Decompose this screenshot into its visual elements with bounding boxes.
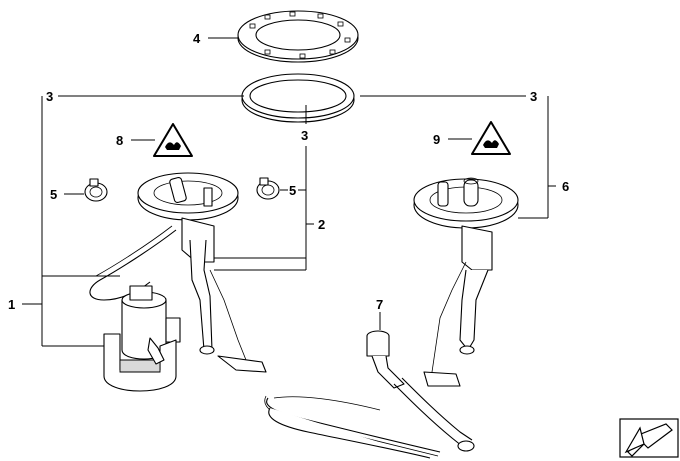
callout-3-center: 3 <box>301 128 308 143</box>
callout-7: 7 <box>376 297 383 312</box>
callout-3-left: 3 <box>46 89 53 104</box>
suction-jet-pump-part[interactable] <box>366 330 475 452</box>
hose-clamp-right-part[interactable] <box>256 177 280 200</box>
callout-numbers: 4 3 3 3 8 9 5 5 6 2 1 7 <box>8 31 569 312</box>
callout-1: 1 <box>8 297 15 312</box>
warning-triangle-right-icon <box>471 121 511 155</box>
callout-5-right: 5 <box>289 183 296 198</box>
callout-2: 2 <box>318 217 325 232</box>
leader-lines <box>22 37 556 347</box>
callout-9: 9 <box>433 132 440 147</box>
callout-4: 4 <box>193 31 201 46</box>
hose-clamp-left-part[interactable] <box>84 178 108 202</box>
level-sender-assembly-right[interactable] <box>413 177 519 387</box>
fuel-pump-assembly-left[interactable] <box>89 172 267 392</box>
callout-5-left: 5 <box>50 187 57 202</box>
corner-nav-arrow-icon[interactable] <box>619 418 679 458</box>
callout-6: 6 <box>562 179 569 194</box>
fuel-line-hoses-part[interactable] <box>264 395 441 459</box>
gasket-ring-part[interactable] <box>241 73 355 123</box>
callout-3-right: 3 <box>530 89 537 104</box>
warning-triangle-left-icon <box>153 123 193 157</box>
callout-8: 8 <box>116 133 123 148</box>
lock-ring-part[interactable] <box>237 10 359 63</box>
